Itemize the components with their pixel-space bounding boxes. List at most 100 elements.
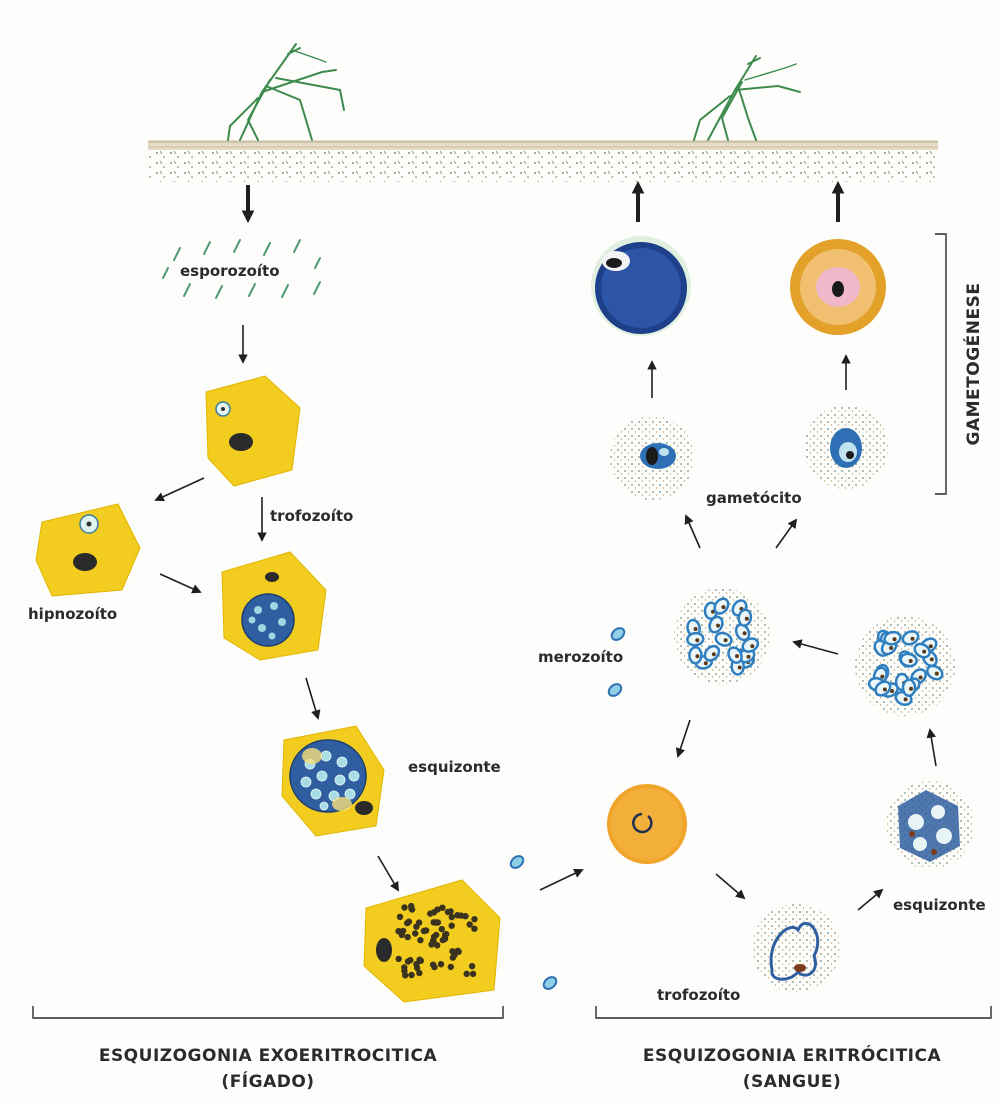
merozoite-dot — [433, 932, 439, 938]
macrogametocyte-cell — [591, 236, 691, 336]
hepatocyte-trophozoite-cell — [222, 552, 326, 660]
caption-liver-line2: (FÍGADO) — [221, 1070, 314, 1092]
merozoite-dot — [471, 916, 477, 922]
merozoite-dot — [439, 926, 445, 932]
merozoite-dot — [408, 903, 414, 909]
mosquito-icon — [228, 44, 344, 140]
merozoite-dot — [405, 958, 411, 964]
merozoite-nucleus — [694, 627, 698, 631]
merozoite-nucleus — [935, 672, 939, 676]
merozoite — [903, 680, 915, 696]
merozoite-nucleus — [695, 638, 699, 642]
merozoite-dot — [396, 956, 402, 962]
merozoite-nucleus — [893, 637, 897, 641]
merozoite-nucleus — [930, 657, 934, 661]
merozoite-dot — [412, 930, 418, 936]
gametogenese-bracket — [935, 234, 946, 494]
merozoite-dot — [448, 964, 454, 970]
merozoite-dot — [405, 934, 411, 940]
merozoite-dot — [416, 970, 422, 976]
skin-surface — [148, 140, 938, 182]
merozoite-dot — [427, 910, 433, 916]
blood-schizont-cell — [886, 781, 974, 869]
merozoite-dot — [449, 914, 455, 920]
merozoite-dot — [406, 919, 412, 925]
arrow — [930, 730, 936, 766]
label-merozoito: merozoíto — [538, 648, 623, 666]
merozoite-dot — [402, 972, 408, 978]
merozoite-nucleus — [743, 631, 747, 635]
label-gametocito: gametócito — [706, 489, 802, 507]
label-hipnozoito: hipnozoíto — [28, 605, 117, 623]
gametocyte-cell — [804, 405, 888, 489]
merozoite-nucleus — [704, 661, 708, 665]
merozoite-nucleus — [712, 652, 716, 656]
label-esporozoito: esporozoíto — [180, 262, 280, 280]
label-esquizonte-liver: esquizonte — [408, 758, 501, 776]
merozoite-dot — [451, 952, 457, 958]
arrow — [378, 856, 398, 890]
free-merozoite — [508, 626, 626, 992]
merozoite-nucleus — [735, 654, 739, 658]
gametocyte-cell — [610, 416, 694, 500]
liver-schizont-cell — [282, 726, 384, 836]
merozoite-nucleus — [880, 675, 884, 679]
merozoite-nucleus — [889, 646, 893, 650]
caption-blood-line2: (SANGUE) — [743, 1072, 842, 1092]
red-blood-cell — [607, 784, 687, 864]
rupturing-red-blood-cell — [674, 588, 770, 684]
label-trofozoito-liver: trofozoíto — [270, 507, 353, 525]
blood-stage-bracket — [596, 1006, 991, 1018]
arrow — [716, 874, 744, 898]
arrow — [858, 890, 882, 910]
merozoite-nucleus — [745, 617, 749, 621]
merozoite-dot — [469, 963, 475, 969]
merozoite-dot — [458, 912, 464, 918]
merozoite-dot — [434, 906, 440, 912]
merozoite-dot — [431, 964, 437, 970]
arrow — [776, 520, 796, 548]
mature-blood-schizont-cell — [855, 616, 955, 716]
label-gametogenese: GAMETOGÉNESE — [962, 283, 984, 446]
merozoite-dot — [413, 924, 419, 930]
arrow — [156, 478, 204, 500]
merozoite-dot — [464, 971, 470, 977]
merozoite-dot — [438, 961, 444, 967]
merozoite-nucleus — [747, 655, 751, 659]
mosquito-icon — [694, 56, 800, 140]
liver-stage-bracket — [33, 1006, 503, 1018]
arrow — [540, 870, 582, 890]
merozoite-nucleus — [724, 638, 728, 642]
merozoite-nucleus — [750, 644, 754, 648]
arrow — [794, 642, 838, 654]
merozoite-nucleus — [909, 687, 913, 691]
merozoite-nucleus — [904, 697, 908, 701]
merozoite-nucleus — [883, 688, 887, 692]
arrow — [678, 720, 690, 756]
merozoite-dot — [470, 971, 476, 977]
merozoite-nucleus — [919, 676, 923, 680]
merozoite-nucleus — [695, 654, 699, 658]
caption-liver-line1: ESQUIZOGONIA EXOERITROCITICA — [99, 1046, 438, 1066]
merozoite-dot — [397, 914, 403, 920]
merozoite-dot — [417, 937, 423, 943]
merozoite-dot — [400, 928, 406, 934]
label-esquizonte-blood: esquizonte — [893, 896, 986, 914]
merozoite-nucleus — [738, 666, 742, 670]
merozoite-dot — [467, 921, 473, 927]
mature-liver-schizont-cell — [364, 880, 500, 1002]
caption-blood-line1: ESQUIZOGONIA ERITRÓCITICA — [643, 1044, 942, 1066]
label-trofozoito-blood: trofozoíto — [657, 986, 740, 1004]
merozoite-dot — [449, 923, 455, 929]
merozoite-nucleus — [721, 605, 725, 609]
arrow — [686, 516, 700, 548]
merozoite-nucleus — [716, 624, 720, 628]
merozoite — [687, 632, 705, 646]
merozoite-dot — [408, 972, 414, 978]
blood-trophozoite-cell — [752, 904, 840, 992]
microgametocyte-cell — [790, 239, 886, 335]
merozoite-nucleus — [911, 637, 915, 641]
arrow — [306, 678, 318, 718]
merozoite-nucleus — [922, 650, 926, 654]
